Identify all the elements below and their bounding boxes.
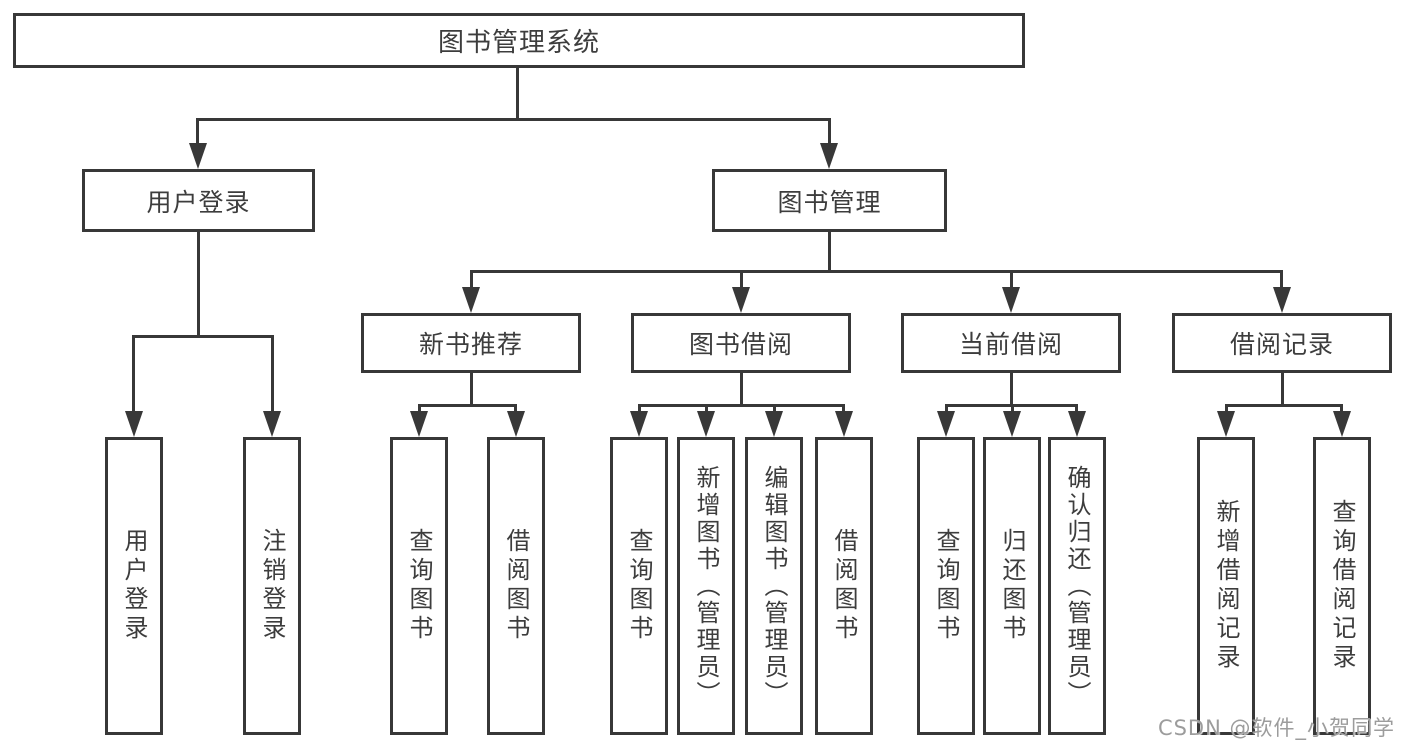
connector-book-mgmt-crossbar bbox=[470, 270, 1282, 273]
leaf-br-add-borrow-record: 新增借阅记录 bbox=[1197, 437, 1255, 735]
node-label: 图书借阅 bbox=[688, 330, 793, 359]
connector-to-leaf-login bbox=[132, 335, 135, 415]
arrow-down-icon bbox=[1002, 287, 1020, 313]
leaf-label: 归还图书 bbox=[998, 528, 1026, 644]
leaf-bb-query-books: 查询图书 bbox=[610, 437, 668, 735]
connector-leaf-stub bbox=[842, 404, 845, 414]
leaf-label: 借阅图书 bbox=[502, 528, 530, 644]
connector-to-current-borrow bbox=[1010, 270, 1013, 290]
leaf-logout: 注销登录 bbox=[243, 437, 301, 735]
leaf-label: 查询借阅记录 bbox=[1328, 499, 1356, 673]
leaf-label: 借阅图书 bbox=[830, 528, 858, 644]
leaf-bb-edit-books-admin: 编辑图书（管理员） bbox=[745, 437, 803, 735]
leaf-label: 新增借阅记录 bbox=[1212, 499, 1240, 673]
leaf-label: 查询图书 bbox=[625, 528, 653, 644]
arrow-down-icon bbox=[462, 287, 480, 313]
leaf-user-login: 用户登录 bbox=[105, 437, 163, 735]
connector-new-book-crossbar bbox=[418, 404, 517, 407]
connector-borrow-records-crossbar bbox=[1225, 404, 1343, 407]
leaf-bb-add-books-admin: 新增图书（管理员） bbox=[677, 437, 735, 735]
connector-leaf-stub bbox=[773, 404, 776, 414]
arrow-down-icon bbox=[820, 143, 838, 169]
connector-book-mgmt-stem bbox=[828, 232, 831, 272]
connector-book-borrow-stem bbox=[740, 373, 743, 407]
node-current-borrow: 当前借阅 bbox=[901, 313, 1121, 373]
connector-leaf-stub bbox=[514, 404, 517, 414]
arrow-down-icon bbox=[835, 411, 853, 437]
node-user-login: 用户登录 bbox=[82, 169, 315, 232]
connector-to-user-login bbox=[196, 118, 199, 146]
leaf-label: 查询图书 bbox=[405, 528, 433, 644]
arrow-down-icon bbox=[937, 411, 955, 437]
arrow-down-icon bbox=[765, 411, 783, 437]
connector-root-crossbar bbox=[197, 118, 831, 121]
leaf-bb-borrow-books: 借阅图书 bbox=[815, 437, 873, 735]
arrow-down-icon bbox=[630, 411, 648, 437]
connector-user-login-stem bbox=[197, 232, 200, 337]
node-library-management-system: 图书管理系统 bbox=[13, 13, 1025, 68]
arrow-down-icon bbox=[410, 411, 428, 437]
node-label: 当前借阅 bbox=[958, 330, 1063, 359]
arrow-down-icon bbox=[1217, 411, 1235, 437]
arrow-down-icon bbox=[507, 411, 525, 437]
connector-to-borrow-records bbox=[1280, 270, 1283, 290]
connector-to-leaf-logout bbox=[271, 335, 274, 415]
connector-leaf-stub bbox=[1075, 404, 1078, 414]
connector-leaf-stub bbox=[418, 404, 421, 414]
watermark: CSDN @软件_小贺同学 bbox=[1157, 716, 1395, 740]
node-label: 图书管理系统 bbox=[437, 28, 600, 58]
leaf-br-query-borrow-record: 查询借阅记录 bbox=[1313, 437, 1371, 735]
connector-leaf-stub bbox=[705, 404, 708, 414]
node-new-book-recommend: 新书推荐 bbox=[361, 313, 581, 373]
arrow-down-icon bbox=[732, 287, 750, 313]
node-book-borrow: 图书借阅 bbox=[631, 313, 851, 373]
connector-leaf-stub bbox=[945, 404, 948, 414]
leaf-label: 注销登录 bbox=[258, 528, 286, 644]
leaf-label: 新增图书（管理员） bbox=[692, 464, 720, 708]
connector-leaf-stub bbox=[1011, 404, 1014, 414]
leaf-nbr-query-books: 查询图书 bbox=[390, 437, 448, 735]
connector-to-new-book bbox=[470, 270, 473, 290]
node-label: 用户登录 bbox=[146, 187, 251, 217]
arrow-down-icon bbox=[189, 143, 207, 169]
connector-borrow-records-stem bbox=[1281, 373, 1284, 407]
arrow-down-icon bbox=[1333, 411, 1351, 437]
connector-root-stem bbox=[516, 68, 519, 120]
leaf-cb-return-books: 归还图书 bbox=[983, 437, 1041, 735]
connector-leaf-stub bbox=[1340, 404, 1343, 414]
connector-leaf-stub bbox=[1225, 404, 1228, 414]
arrow-down-icon bbox=[125, 411, 143, 437]
connector-current-borrow-stem bbox=[1010, 373, 1013, 407]
leaf-label: 编辑图书（管理员） bbox=[760, 464, 788, 708]
connector-book-borrow-crossbar bbox=[638, 404, 845, 407]
leaf-label: 用户登录 bbox=[120, 528, 148, 644]
arrow-down-icon bbox=[697, 411, 715, 437]
connector-new-book-stem bbox=[470, 373, 473, 407]
connector-user-login-crossbar bbox=[132, 335, 274, 338]
leaf-label: 确认归还（管理员） bbox=[1063, 464, 1091, 708]
arrow-down-icon bbox=[263, 411, 281, 437]
node-label: 图书管理 bbox=[777, 187, 882, 217]
connector-to-book-mgmt bbox=[828, 118, 831, 146]
connector-to-book-borrow bbox=[740, 270, 743, 290]
arrow-down-icon bbox=[1273, 287, 1291, 313]
arrow-down-icon bbox=[1068, 411, 1086, 437]
leaf-nbr-borrow-books: 借阅图书 bbox=[487, 437, 545, 735]
leaf-cb-confirm-return-admin: 确认归还（管理员） bbox=[1048, 437, 1106, 735]
leaf-cb-query-books: 查询图书 bbox=[917, 437, 975, 735]
connector-leaf-stub bbox=[638, 404, 641, 414]
node-book-management: 图书管理 bbox=[712, 169, 947, 232]
arrow-down-icon bbox=[1003, 411, 1021, 437]
node-label: 新书推荐 bbox=[418, 330, 523, 359]
node-borrow-records: 借阅记录 bbox=[1172, 313, 1392, 373]
node-label: 借阅记录 bbox=[1229, 330, 1334, 359]
leaf-label: 查询图书 bbox=[932, 528, 960, 644]
